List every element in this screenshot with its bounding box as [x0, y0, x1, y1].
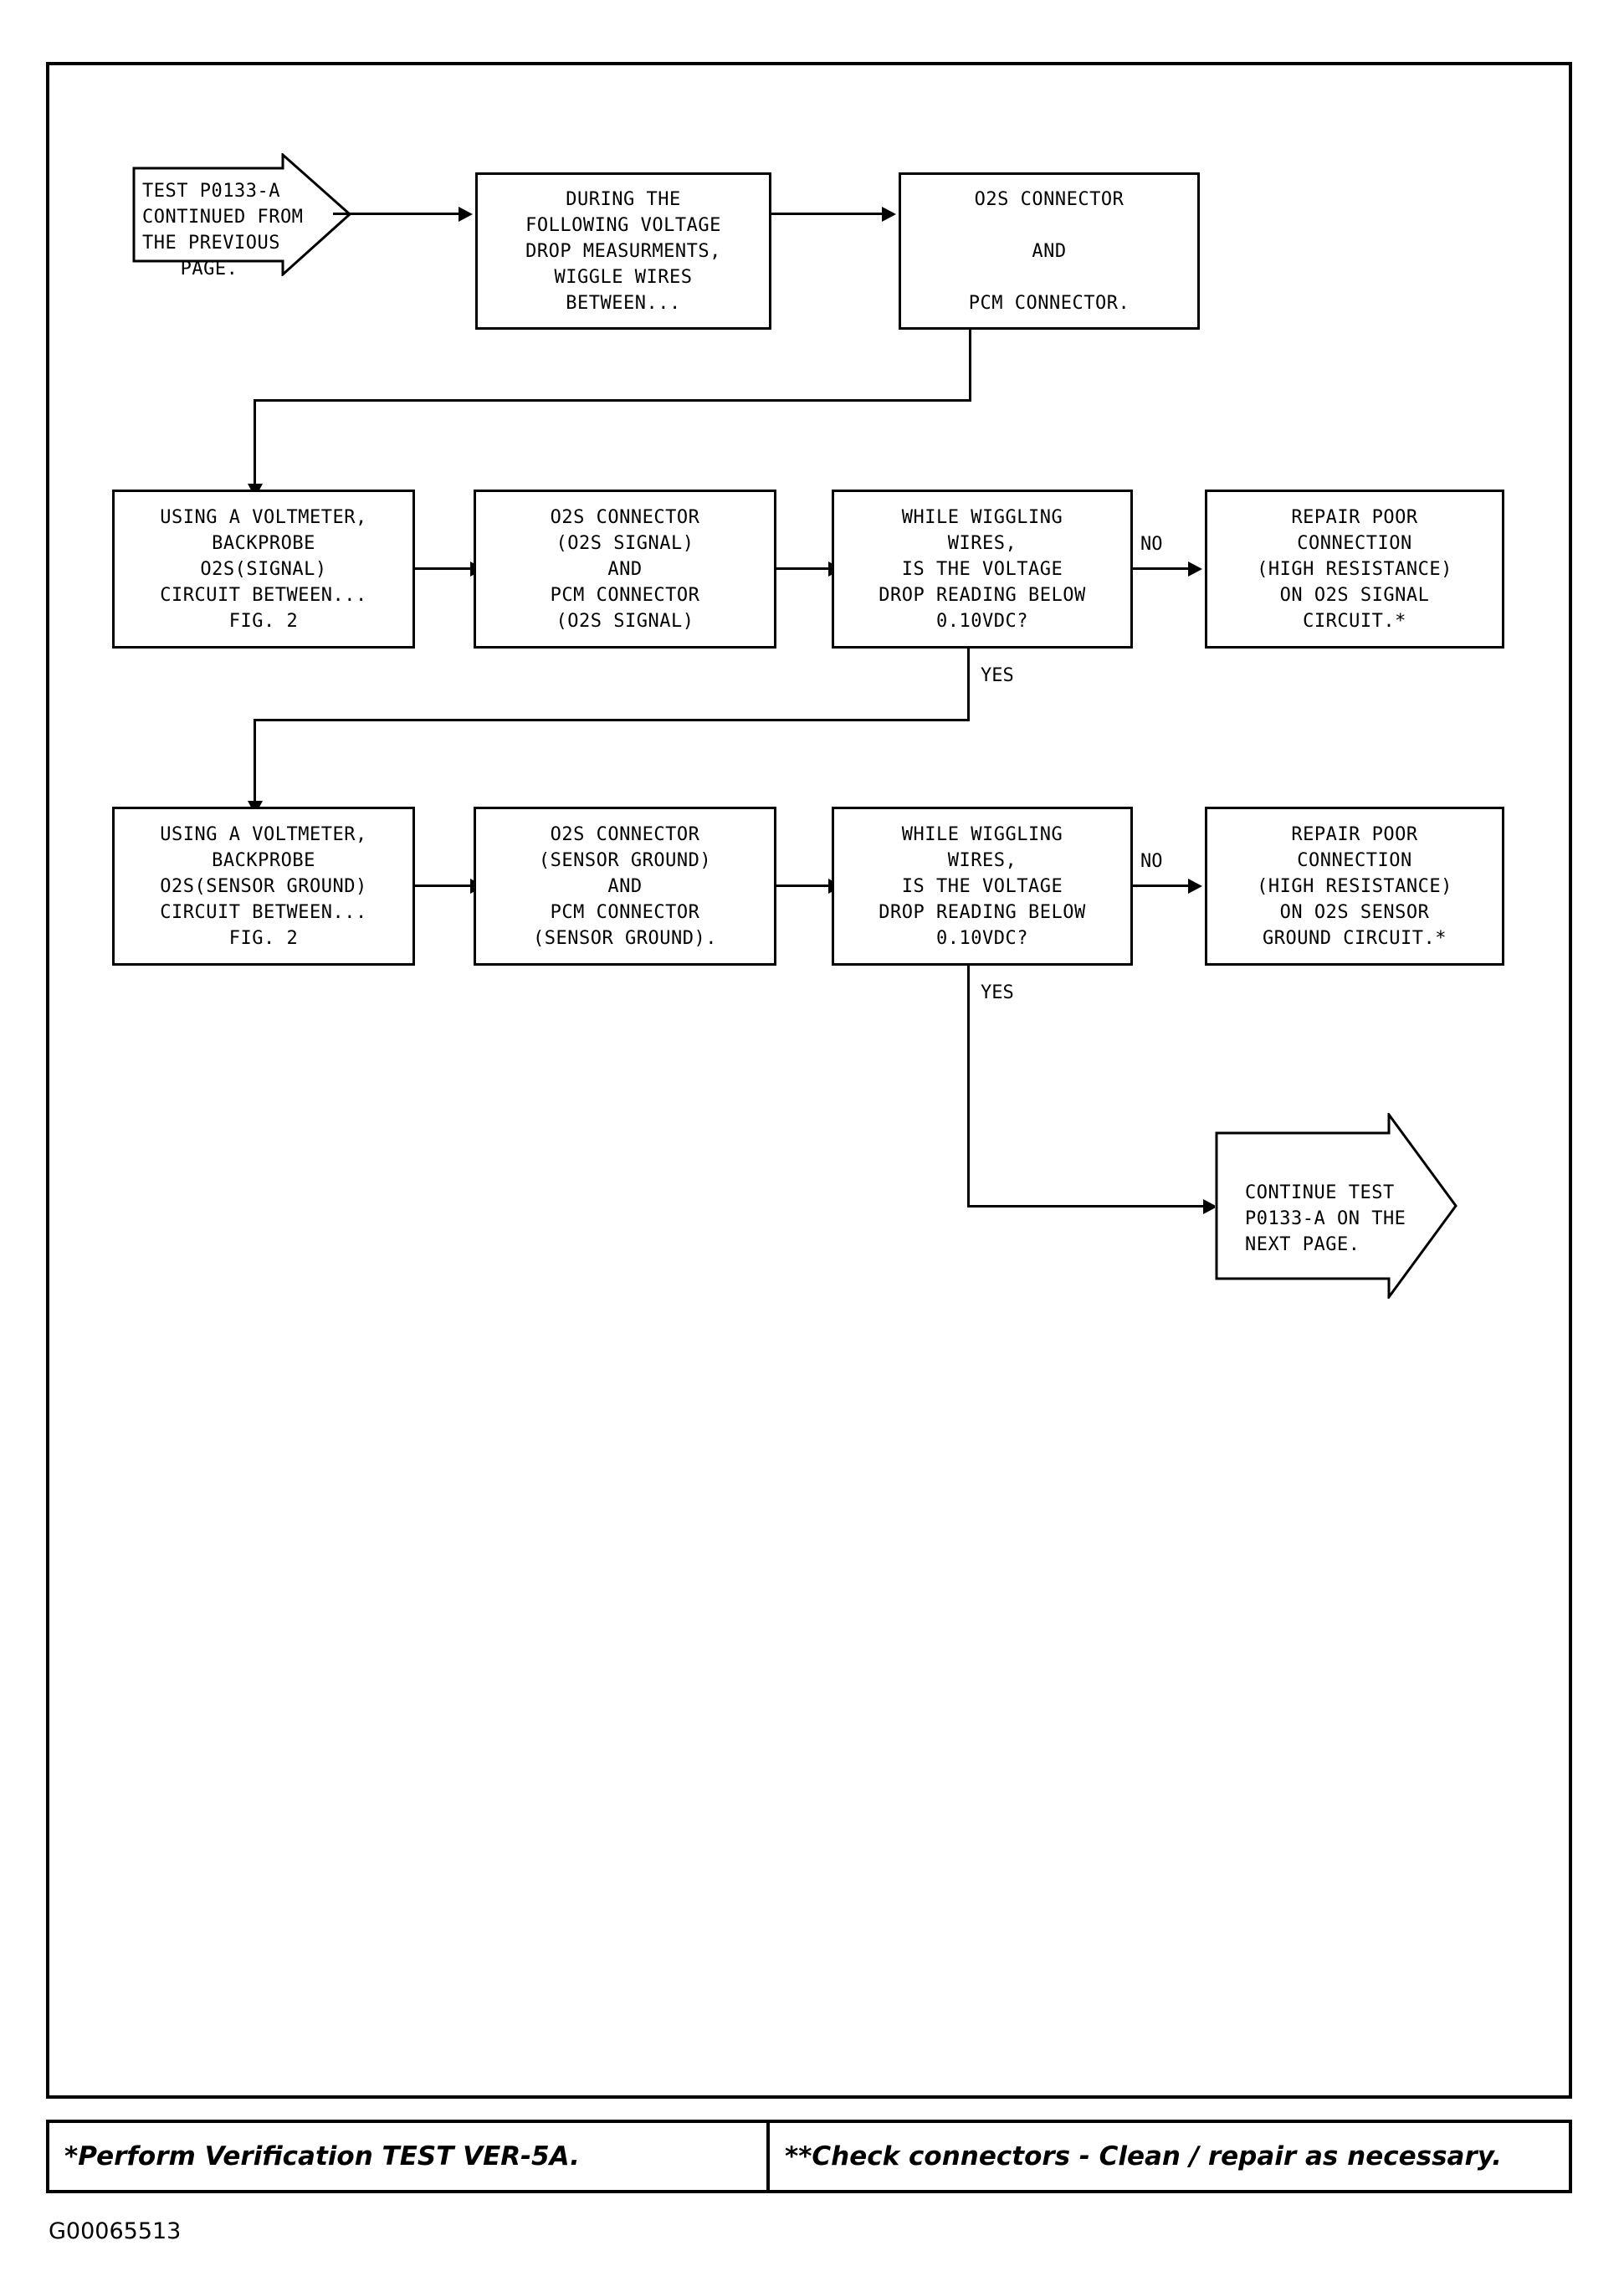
- node-r3-repair: REPAIR POOR CONNECTION (HIGH RESISTANCE)…: [1205, 807, 1504, 966]
- node-r1-connectors: O2S CONNECTOR AND PCM CONNECTOR.: [899, 172, 1200, 330]
- page-border: [46, 62, 1572, 2099]
- edge-row1-to-row2-left: [254, 399, 971, 402]
- edge-r2-yes-drop: [254, 719, 256, 804]
- edge-r3-yes-arrowhead: [1203, 1199, 1217, 1214]
- node-r2-decision: WHILE WIGGLING WIRES, IS THE VOLTAGE DRO…: [832, 490, 1133, 649]
- node-r2-backprobe: USING A VOLTMETER, BACKPROBE O2S(SIGNAL)…: [112, 490, 415, 649]
- document-id-code: G00065513: [49, 2218, 182, 2244]
- node-r3-decision: WHILE WIGGLING WIRES, IS THE VOLTAGE DRO…: [832, 807, 1133, 966]
- edge-r2-connectors-to-decision: [776, 567, 832, 570]
- edge-row1-to-row2-drop: [254, 399, 256, 487]
- node-r3-decision-label: WHILE WIGGLING WIRES, IS THE VOLTAGE DRO…: [879, 823, 1086, 949]
- edge-r3-yes-right: [967, 1205, 1206, 1208]
- node-r2-connectors: O2S CONNECTOR (O2S SIGNAL) AND PCM CONNE…: [474, 490, 776, 649]
- banner-arrow-shape: [132, 153, 351, 276]
- node-r2-backprobe-label: USING A VOLTMETER, BACKPROBE O2S(SIGNAL)…: [160, 506, 367, 632]
- node-end-banner: CONTINUE TEST P0133-A ON THE NEXT PAGE.: [1215, 1113, 1458, 1299]
- edge-r3-no-arrowhead: [1188, 879, 1202, 894]
- edge-label-r2-no: NO: [1140, 534, 1163, 555]
- node-start-banner-label: TEST P0133-A CONTINUED FROM THE PREVIOUS…: [142, 181, 303, 279]
- edge-r2-backprobe-to-connectors: [415, 567, 474, 570]
- edge-row1-to-row2-down: [969, 330, 971, 402]
- edge-r2-yes-left: [254, 719, 970, 721]
- edge-r2-no-arrowhead: [1188, 561, 1202, 577]
- node-r3-backprobe: USING A VOLTMETER, BACKPROBE O2S(SENSOR …: [112, 807, 415, 966]
- edge-label-r3-no: NO: [1140, 851, 1163, 872]
- edge-r3-no: [1133, 884, 1191, 887]
- footnote-right: **Check connectors - Clean / repair as n…: [785, 2141, 1502, 2172]
- end-banner-arrow-shape: [1215, 1113, 1458, 1299]
- node-r3-connectors-label: O2S CONNECTOR (SENSOR GROUND) AND PCM CO…: [533, 823, 717, 949]
- edge-start-to-wiggle-arrowhead: [459, 207, 473, 222]
- edge-label-r3-yes: YES: [981, 982, 1014, 1003]
- edge-start-to-wiggle: [333, 213, 460, 215]
- node-r2-repair-label: REPAIR POOR CONNECTION (HIGH RESISTANCE)…: [1257, 506, 1452, 632]
- footnote-bar: *Perform Verification TEST VER-5A. **Che…: [46, 2120, 1572, 2193]
- edge-r3-backprobe-to-connectors: [415, 884, 474, 887]
- node-r2-connectors-label: O2S CONNECTOR (O2S SIGNAL) AND PCM CONNE…: [550, 506, 700, 632]
- node-r1-wiggle-label: DURING THE FOLLOWING VOLTAGE DROP MEASUR…: [525, 188, 721, 314]
- node-r2-decision-label: WHILE WIGGLING WIRES, IS THE VOLTAGE DRO…: [879, 506, 1086, 632]
- edge-r3-yes-down: [967, 966, 970, 1208]
- node-r3-repair-label: REPAIR POOR CONNECTION (HIGH RESISTANCE)…: [1257, 823, 1452, 949]
- node-end-banner-label: CONTINUE TEST P0133-A ON THE NEXT PAGE.: [1245, 1182, 1406, 1255]
- node-r1-connectors-label: O2S CONNECTOR AND PCM CONNECTOR.: [968, 188, 1130, 314]
- edge-wiggle-to-connectors: [771, 213, 884, 215]
- edge-wiggle-to-connectors-arrowhead: [882, 207, 896, 222]
- edge-r2-no: [1133, 567, 1191, 570]
- edge-r3-connectors-to-decision: [776, 884, 832, 887]
- node-r2-repair: REPAIR POOR CONNECTION (HIGH RESISTANCE)…: [1205, 490, 1504, 649]
- footnote-left: *Perform Verification TEST VER-5A.: [49, 2123, 770, 2190]
- node-r3-connectors: O2S CONNECTOR (SENSOR GROUND) AND PCM CO…: [474, 807, 776, 966]
- node-r1-wiggle: DURING THE FOLLOWING VOLTAGE DROP MEASUR…: [475, 172, 771, 330]
- edge-r2-yes-down: [967, 649, 970, 721]
- edge-label-r2-yes: YES: [981, 665, 1014, 686]
- node-r3-backprobe-label: USING A VOLTMETER, BACKPROBE O2S(SENSOR …: [160, 823, 367, 949]
- node-start-banner: TEST P0133-A CONTINUED FROM THE PREVIOUS…: [132, 153, 351, 279]
